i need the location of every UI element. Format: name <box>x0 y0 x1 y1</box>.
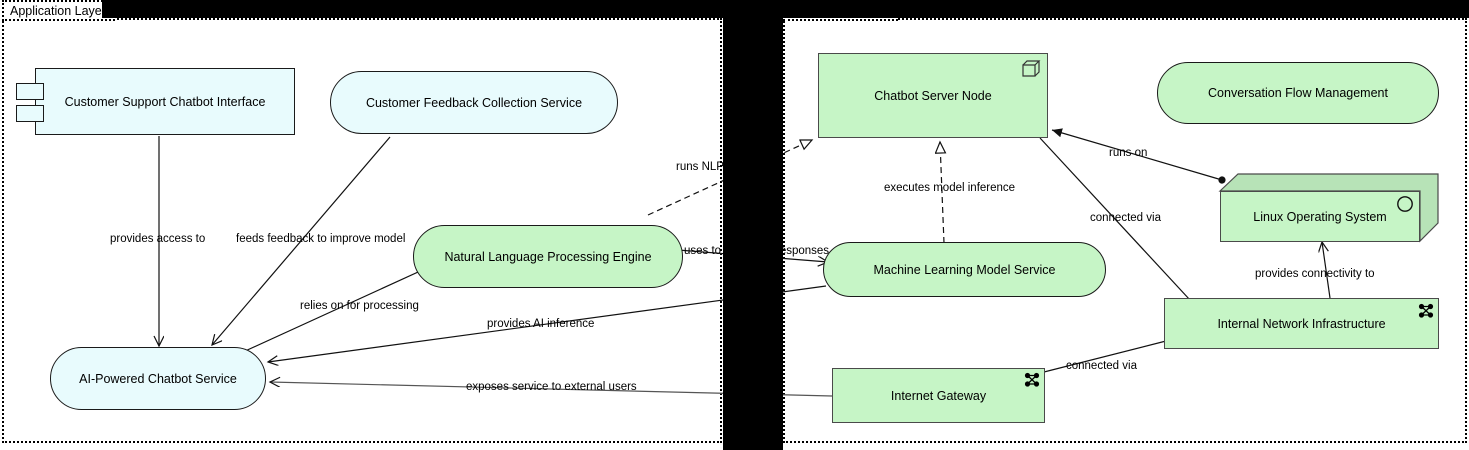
edge-label-relies-on-for-processing: relies on for processing <box>300 300 419 312</box>
edge-label-executes-model-inference: executes model inference <box>884 182 1016 194</box>
edge-label-connected-via-network: connected via <box>1090 212 1161 224</box>
edge-label-exposes-service: exposes service to external users <box>466 381 637 393</box>
edge-label-runs-nlp: runs NLP <box>676 161 724 173</box>
element-internal-network-infrastructure[interactable]: Internal Network Infrastructure <box>1164 298 1439 349</box>
top-black-strip <box>102 0 1469 18</box>
network-icon-gateway <box>1024 372 1040 387</box>
application-layer-title: Application Layer <box>2 0 115 21</box>
linux-os-3d-top <box>1218 173 1439 243</box>
middle-black-band <box>723 18 783 450</box>
edge-label-provides-connectivity-to: provides connectivity to <box>1255 268 1375 280</box>
element-customer-feedback-collection-service[interactable]: Customer Feedback Collection Service <box>330 71 618 134</box>
edge-label-runs-on: runs on <box>1109 147 1148 159</box>
edge-label-feeds-feedback: feeds feedback to improve model <box>236 233 406 245</box>
application-layer-container[interactable]: Application Layer <box>2 0 722 443</box>
top-left-black-strip <box>723 0 783 18</box>
edge-label-uses-to: uses to <box>684 245 722 257</box>
edge-executes-model-inference <box>940 142 944 244</box>
element-machine-learning-model-service[interactable]: Machine Learning Model Service <box>823 242 1106 297</box>
edge-connected-via-network <box>1039 137 1191 301</box>
edge-provides-connectivity-to <box>1322 242 1331 299</box>
edge-label-provides-access-to: provides access to <box>110 233 206 245</box>
network-icon-internal <box>1418 303 1434 318</box>
component-icon-top <box>16 83 44 100</box>
edge-relies-on-for-processing <box>242 262 440 353</box>
element-chatbot-server-node[interactable]: Chatbot Server Node <box>818 53 1048 138</box>
edge-label-responses: responses <box>776 245 830 257</box>
edge-runs-on <box>1051 128 1226 184</box>
element-linux-operating-system[interactable]: Linux Operating System <box>1218 173 1439 243</box>
edge-connected-via-gateway <box>1043 340 1167 373</box>
element-ai-powered-chatbot-service[interactable]: AI-Powered Chatbot Service <box>50 347 266 410</box>
edge-label-provides-ai-inference: provides AI inference <box>487 318 595 330</box>
linux-os-face: Linux Operating System <box>1220 191 1420 242</box>
element-internet-gateway[interactable]: Internet Gateway <box>832 368 1045 423</box>
element-customer-support-chatbot-interface[interactable]: Customer Support Chatbot Interface <box>35 68 295 135</box>
system-software-circle-icon <box>1397 196 1413 212</box>
element-conversation-flow-management[interactable]: Conversation Flow Management <box>1157 62 1439 124</box>
node-box-icon <box>1022 60 1041 77</box>
edge-label-connected-via-gateway: connected via <box>1066 360 1137 372</box>
edge-feeds-feedback <box>212 136 391 345</box>
element-natural-language-processing-engine[interactable]: Natural Language Processing Engine <box>413 225 683 288</box>
component-icon-bottom <box>16 105 44 122</box>
